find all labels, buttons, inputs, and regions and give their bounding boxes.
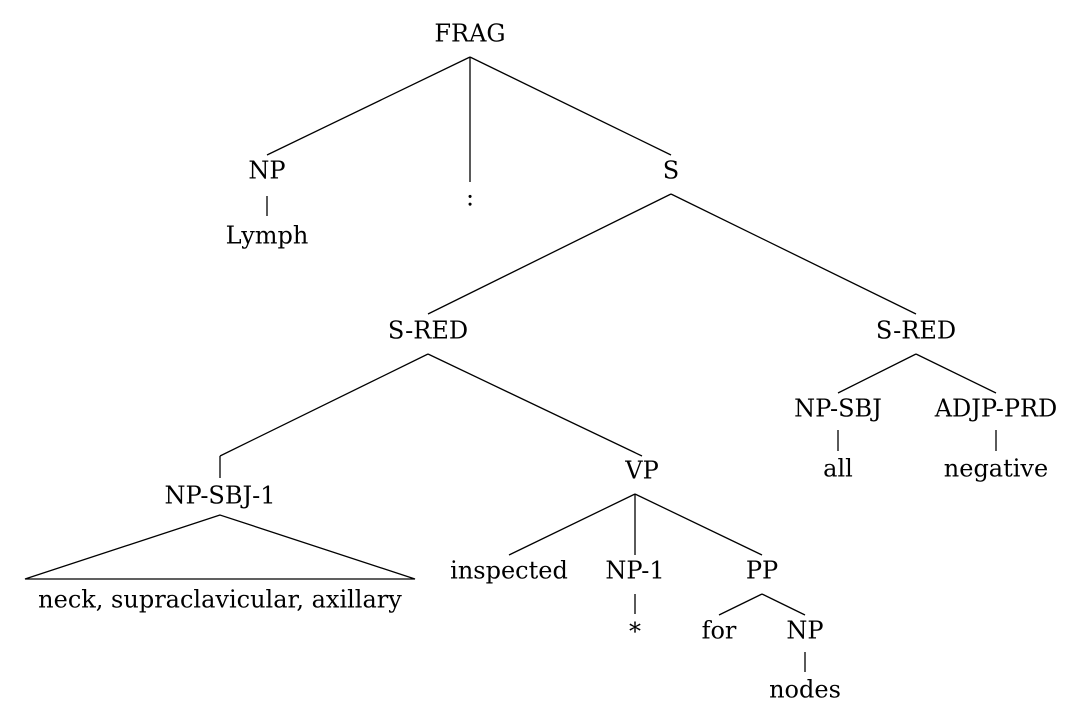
node-np-sbj-1: NP-SBJ-1 bbox=[164, 482, 275, 510]
node-adjp-prd: ADJP-PRD bbox=[934, 395, 1058, 423]
edge-frag-s bbox=[469, 56, 672, 156]
tree-nodes: FRAG NP Lymph : S S-RED NP-SBJ-1 neck, s… bbox=[38, 20, 1057, 704]
node-sred-left: S-RED bbox=[388, 317, 468, 345]
tree-edges bbox=[24, 56, 997, 672]
node-vp: VP bbox=[624, 457, 658, 485]
edge-frag-np bbox=[266, 56, 471, 156]
node-frag: FRAG bbox=[434, 20, 505, 48]
node-sred-right: S-RED bbox=[876, 317, 956, 345]
node-np-sbj: NP-SBJ bbox=[794, 395, 882, 423]
leaf-negative: negative bbox=[944, 455, 1048, 483]
node-pp: PP bbox=[746, 557, 778, 585]
leaf-all: all bbox=[823, 455, 853, 483]
edge-vp-pp bbox=[634, 493, 763, 556]
leaf-trace: * bbox=[629, 618, 641, 646]
node-s: S bbox=[663, 157, 679, 185]
leaf-nodes: nodes bbox=[769, 676, 841, 704]
edge-vp-verb bbox=[508, 493, 636, 556]
leaf-colon: : bbox=[466, 184, 474, 212]
edge-sred-left-vp bbox=[427, 353, 643, 457]
leaf-inspected: inspected bbox=[450, 557, 568, 585]
edge-sred-left-subj-h bbox=[219, 353, 429, 457]
edge-sred-right-pred bbox=[915, 353, 997, 394]
subject-triangle bbox=[24, 514, 416, 580]
node-np-nodes: NP bbox=[786, 617, 823, 645]
edge-pp-np bbox=[761, 593, 806, 616]
edge-s-sred-right bbox=[670, 193, 917, 315]
leaf-for: for bbox=[702, 617, 737, 645]
leaf-lymph: Lymph bbox=[226, 222, 309, 250]
node-np: NP bbox=[248, 157, 285, 185]
edge-pp-for bbox=[718, 593, 763, 616]
leaf-subject-phrase: neck, supraclavicular, axillary bbox=[38, 586, 402, 614]
edge-sred-right-subj bbox=[837, 353, 917, 394]
node-np-1: NP-1 bbox=[605, 557, 664, 585]
edge-s-sred-left bbox=[427, 193, 672, 315]
